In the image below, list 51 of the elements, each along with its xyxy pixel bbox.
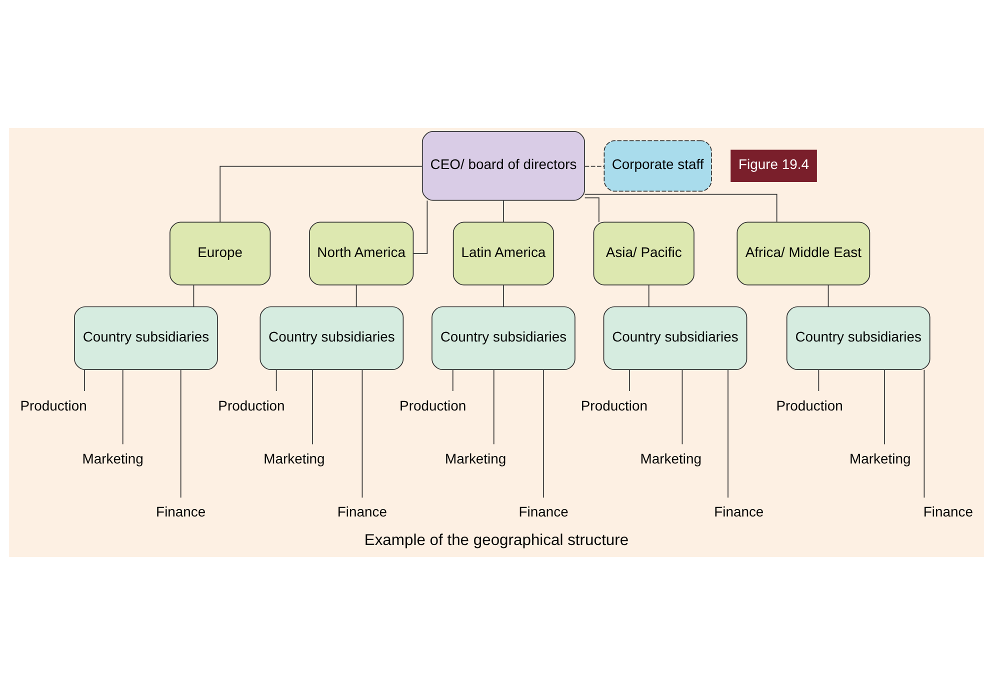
connector — [542, 368, 544, 498]
connector — [818, 368, 819, 391]
connector — [122, 368, 123, 444]
connector — [275, 368, 276, 391]
node-text: Finance — [922, 503, 972, 520]
node-text: Marketing — [263, 450, 324, 466]
connector — [361, 368, 362, 498]
node-text: Production — [580, 396, 648, 413]
connector — [923, 368, 924, 498]
connector — [502, 284, 504, 307]
caption: Example of the geographical structure — [364, 532, 628, 549]
node-box: Country subsidiaries — [74, 306, 218, 370]
label: Figure 19.4 — [738, 156, 809, 172]
node-text: Production — [218, 396, 284, 413]
node-text: Marketing — [444, 450, 506, 466]
node-box: Country subsidiaries — [786, 306, 930, 370]
node-text: Marketing — [82, 450, 143, 466]
node-text: Finance — [336, 503, 387, 520]
node-box: Europe — [169, 221, 270, 285]
node-box: Latin America — [452, 221, 554, 285]
connector — [681, 368, 682, 444]
connector — [648, 284, 649, 307]
connector — [219, 165, 422, 222]
connector — [180, 368, 181, 498]
node-box: North America — [308, 221, 414, 285]
node-text: Marketing — [849, 450, 910, 466]
node-box: Corporate staff — [603, 140, 712, 192]
node-box: Country subsidiaries — [431, 306, 575, 370]
node-text: Production — [776, 396, 842, 413]
connector — [584, 165, 604, 166]
node-box: CEO/ board of directors — [421, 130, 584, 200]
node-text: Marketing — [640, 450, 701, 466]
node-text: Production — [20, 396, 86, 413]
connector — [492, 368, 494, 444]
connector — [452, 368, 453, 391]
connector — [192, 284, 194, 307]
connector — [628, 368, 630, 391]
connector — [355, 284, 356, 307]
node-text: Finance — [518, 503, 568, 520]
node-text: Finance — [714, 503, 764, 520]
node-box: Asia/ Pacific — [592, 221, 694, 285]
connector — [727, 368, 728, 498]
node-box: Country subsidiaries — [602, 306, 747, 370]
node-box: Africa/ Middle East — [736, 221, 870, 285]
connector — [584, 193, 777, 222]
connector — [584, 196, 599, 222]
connector — [827, 284, 828, 307]
connector — [502, 200, 504, 222]
node-text: Production — [399, 396, 466, 413]
node-box: Country subsidiaries — [259, 306, 404, 370]
node-text: Finance — [156, 503, 206, 520]
